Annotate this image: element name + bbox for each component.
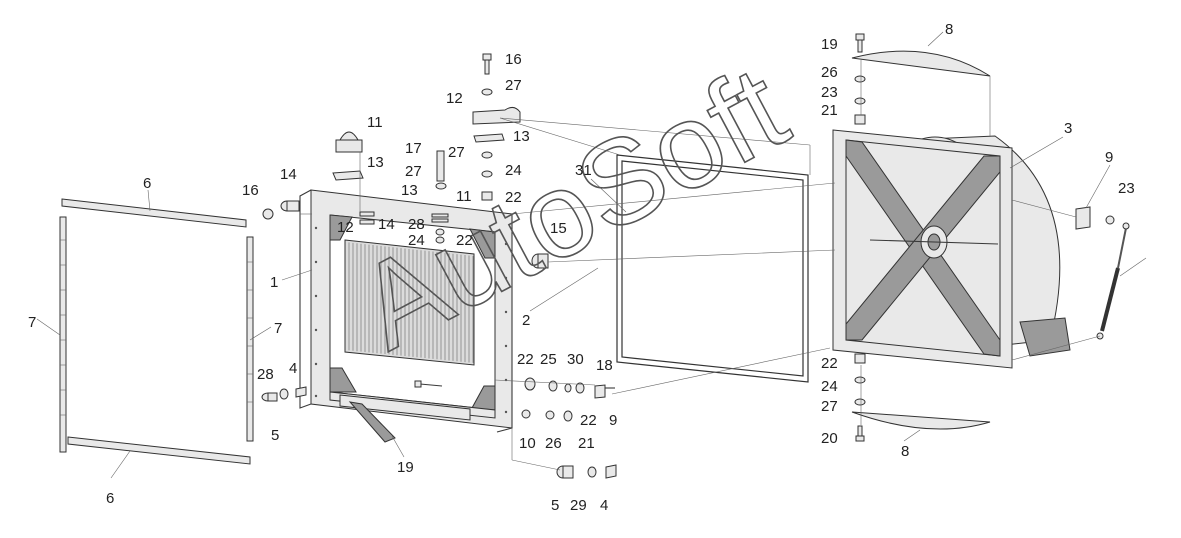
callout-18: 19 [397, 459, 414, 476]
callout-23: 23 [821, 84, 838, 101]
hardware-left-bottom [261, 386, 307, 402]
callout-27: 27 [505, 77, 522, 94]
callout-5: 5 [271, 427, 279, 444]
hardware-right-stack [854, 33, 866, 442]
plate-13-left [332, 170, 364, 181]
callout-8: 8 [945, 21, 953, 38]
callout-24: 25 [540, 351, 557, 368]
callout-26: 27 [821, 398, 838, 415]
callout-9: 9 [1105, 149, 1113, 166]
callout-10: 10 [519, 435, 536, 452]
leader-lines [36, 31, 1147, 479]
bottom-strip-6 [67, 436, 251, 465]
callout-24: 24 [505, 162, 522, 179]
callout-6: 6 [106, 490, 114, 507]
hardware-stack-upper [359, 150, 449, 244]
callout-22: 22 [505, 189, 522, 206]
callout-7: 7 [28, 314, 36, 331]
callout-12: 12 [337, 219, 354, 236]
fan-shroud-assembly [832, 129, 1115, 369]
callout-29: 30 [567, 351, 584, 368]
arc-cover-8-top [851, 50, 991, 77]
callout-27: 28 [408, 216, 425, 233]
callout-13: 13 [367, 154, 384, 171]
callout-13: 13 [401, 182, 418, 199]
callout-16: 16 [505, 51, 522, 68]
callout-2: 2 [522, 312, 530, 329]
callout-12: 12 [446, 90, 463, 107]
right-strip-7 [246, 236, 254, 442]
callout-24: 24 [408, 232, 425, 249]
callout-27: 27 [405, 163, 422, 180]
callout-21: 21 [821, 102, 838, 119]
top-strip-6 [61, 198, 247, 228]
callout-4: 4 [600, 497, 608, 514]
spacer-14-right [531, 253, 549, 269]
callout-11: 11 [456, 188, 472, 205]
callout-9: 9 [609, 412, 617, 429]
callout-11: 11 [367, 114, 383, 131]
callout-17: 18 [596, 357, 613, 374]
callout-22: 22 [517, 351, 534, 368]
callout-6: 6 [143, 175, 151, 192]
callout-28: 28 [257, 366, 274, 383]
callout-16: 17 [405, 140, 422, 157]
callout-22: 22 [456, 232, 473, 249]
callout-15: 16 [242, 182, 259, 199]
callout-13: 13 [513, 128, 530, 145]
callout-22: 22 [580, 412, 597, 429]
seal-gasket-30 [616, 154, 809, 383]
callout-21: 22 [821, 355, 838, 372]
callout-1: 1 [270, 274, 278, 291]
callout-7: 7 [274, 320, 282, 337]
callout-19: 20 [821, 430, 838, 447]
spacer-14-left [280, 200, 300, 212]
callout-28: 29 [570, 497, 587, 514]
callout-4: 4 [289, 360, 297, 377]
bracket-11 [335, 131, 363, 153]
callout-26: 26 [821, 64, 838, 81]
bolt-16-upper [472, 53, 521, 201]
callout-labels: 1 2 3 4 4 5 5 6 6 7 7 8 8 9 9 10 11 11 1… [28, 21, 1135, 514]
radiator-frame [299, 189, 513, 443]
arc-cover-8-bottom [851, 411, 991, 430]
hardware-mid-bottom [521, 377, 617, 479]
callout-19: 19 [821, 36, 838, 53]
callout-25: 26 [545, 435, 562, 452]
gas-strut-31 [1096, 222, 1130, 340]
callout-27: 27 [448, 144, 465, 161]
callout-14: 14 [280, 166, 297, 183]
callout-8: 8 [901, 443, 909, 460]
left-strip-7 [59, 216, 67, 453]
callout-5: 5 [551, 497, 559, 514]
bushing-15 [262, 208, 274, 220]
callout-20: 21 [578, 435, 595, 452]
callout-14: 15 [550, 220, 567, 237]
callout-3: 3 [1064, 120, 1072, 137]
callout-22: 23 [1118, 180, 1135, 197]
callout-13: 14 [378, 216, 395, 233]
callout-23: 24 [821, 378, 838, 395]
callout-30: 31 [575, 162, 592, 179]
